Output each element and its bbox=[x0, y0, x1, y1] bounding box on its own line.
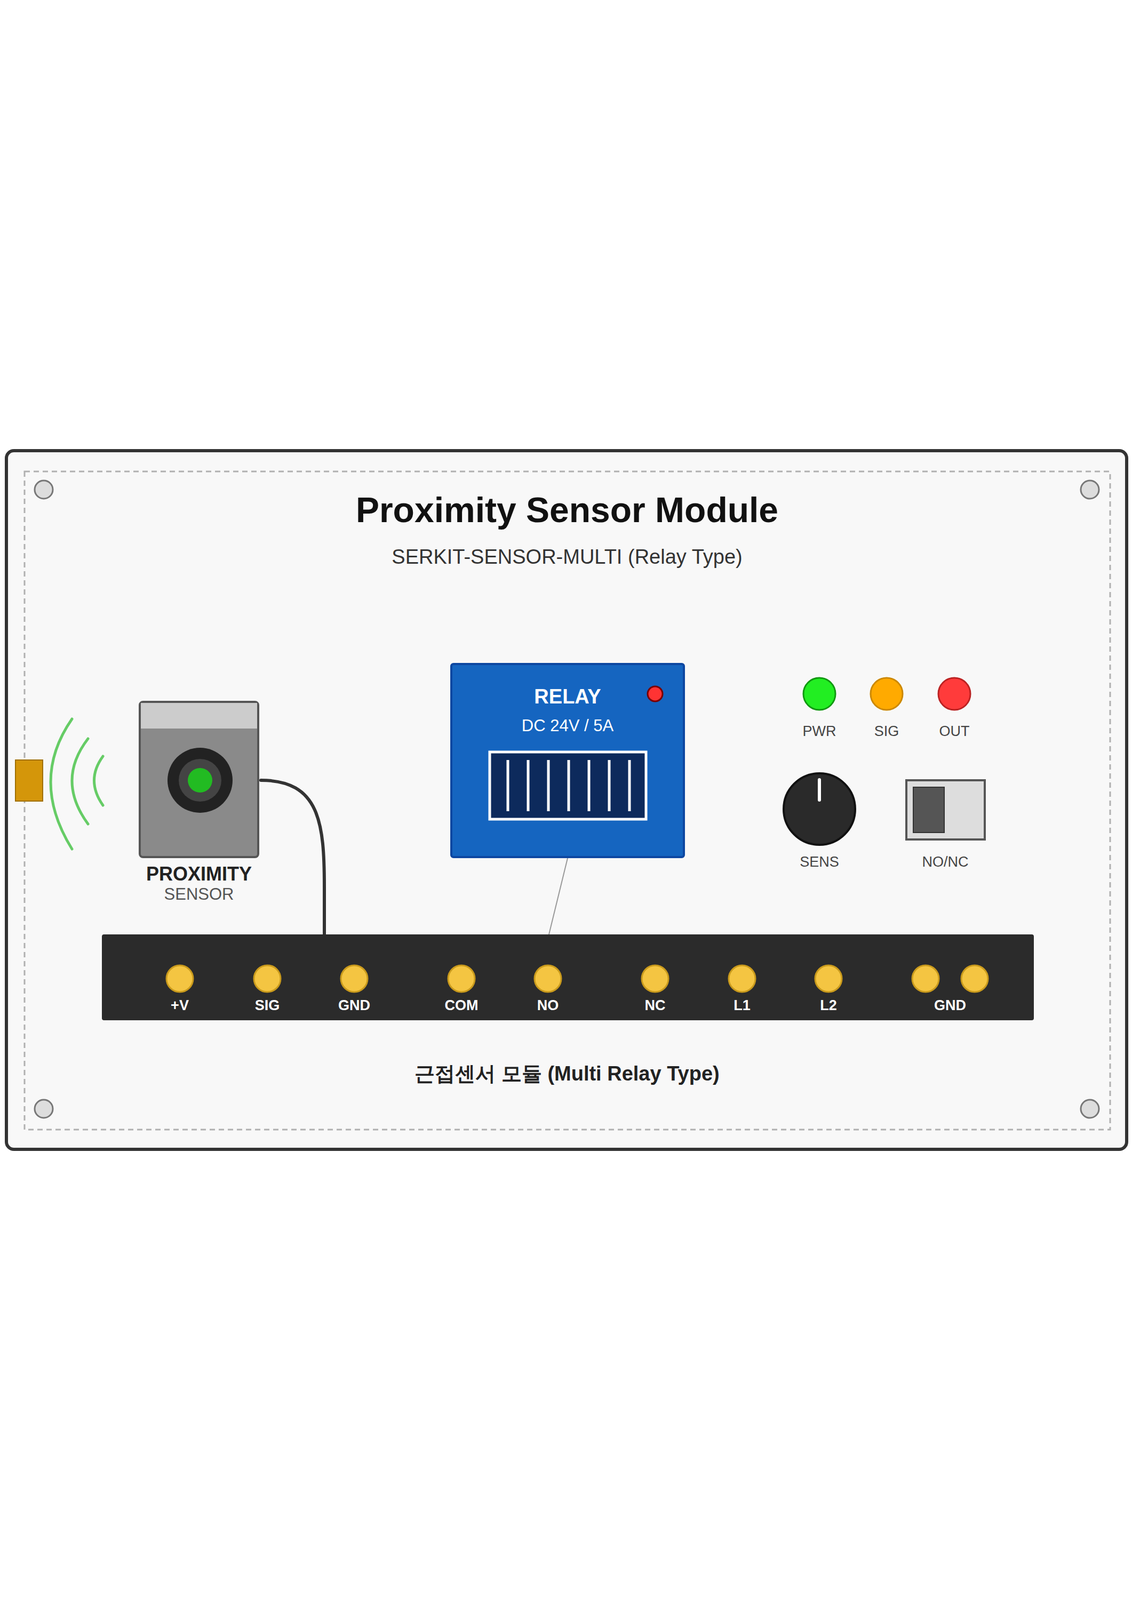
sensor-subname: SENSOR bbox=[137, 885, 261, 905]
module-title: Proximity Sensor Module bbox=[355, 490, 779, 531]
relay-box: RELAY DC 24V / 5A bbox=[450, 663, 685, 859]
pin-label: +V bbox=[170, 997, 189, 1015]
led-label: SIG bbox=[874, 723, 900, 740]
dashed-border bbox=[24, 471, 1111, 1130]
knob-label: SENS bbox=[799, 854, 840, 871]
terminal-pins bbox=[101, 934, 1034, 1021]
pin-label: NO bbox=[537, 997, 560, 1015]
relay-title: RELAY bbox=[452, 685, 683, 709]
relay-rating: DC 24V / 5A bbox=[452, 716, 683, 736]
pin-label: GND bbox=[338, 997, 371, 1015]
relay-wire bbox=[548, 858, 568, 935]
sensing-waves bbox=[50, 719, 103, 850]
sensor-cable bbox=[260, 780, 325, 935]
led-label: OUT bbox=[939, 723, 970, 740]
sensor-node: PROXIMITYSENSOR bbox=[137, 702, 261, 908]
target-object bbox=[15, 760, 43, 802]
board bbox=[6, 450, 1127, 1150]
pin-label: COM bbox=[444, 997, 479, 1015]
pin-label: NC bbox=[644, 997, 666, 1015]
sensor-name: PROXIMITY bbox=[137, 863, 261, 886]
sens-knob bbox=[783, 773, 856, 845]
pin-label: SIG bbox=[254, 997, 281, 1015]
pin-label: GND bbox=[934, 997, 967, 1015]
status-leds bbox=[803, 678, 971, 711]
model-name: SERKIT-SENSOR-MULTI (Relay Type) bbox=[391, 545, 743, 570]
pin-label: L1 bbox=[733, 997, 751, 1015]
module-caption: 근접센서 모듈 (Multi Relay Type) bbox=[414, 1062, 720, 1087]
pin-label: L2 bbox=[819, 997, 837, 1015]
no-nc-switch bbox=[906, 780, 985, 840]
sensor-body bbox=[139, 702, 259, 858]
led-label: PWR bbox=[802, 723, 837, 740]
terminal-strip: +V SIG GND COM NO NC L1 L2 GND bbox=[101, 934, 1034, 1021]
switch-label: NO/NC bbox=[922, 854, 969, 871]
screws bbox=[34, 480, 1099, 1119]
